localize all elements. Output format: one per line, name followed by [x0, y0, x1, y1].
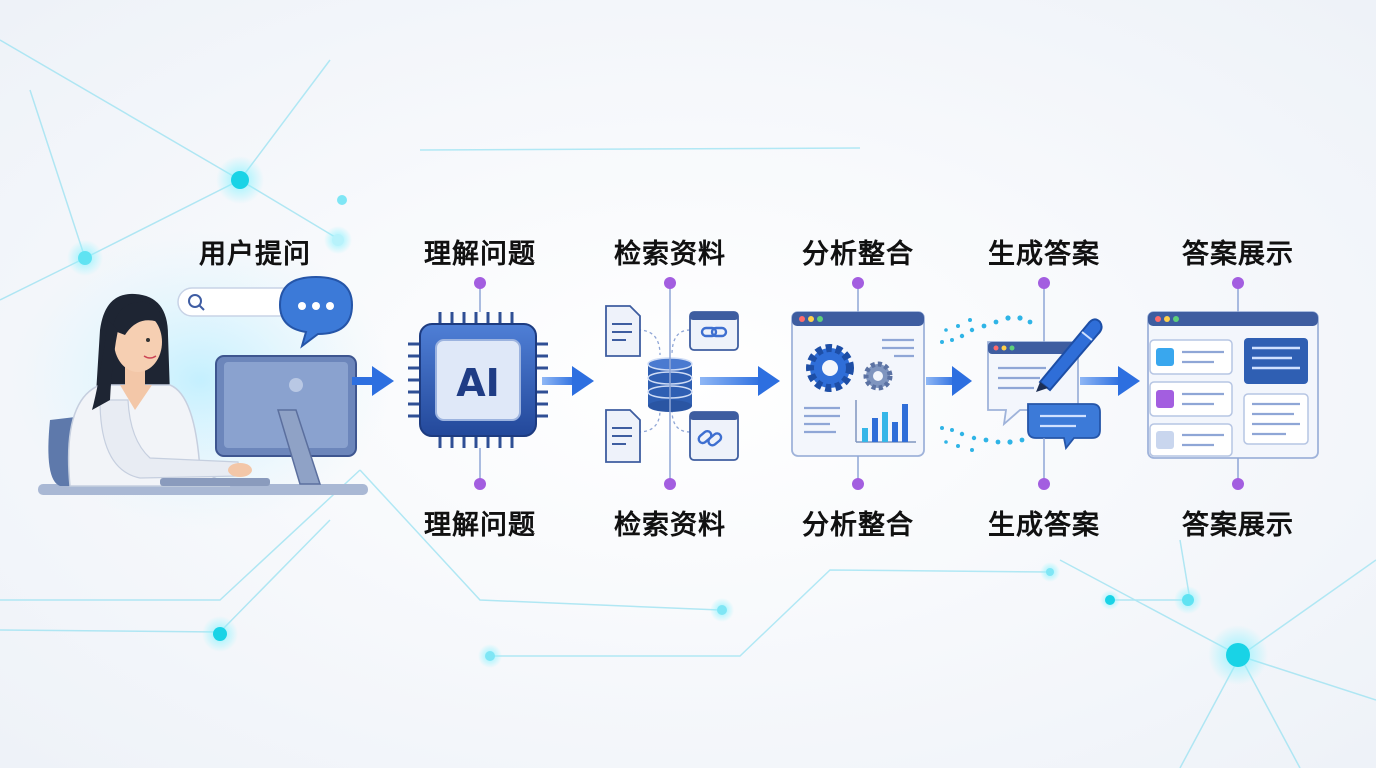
list-item: [1149, 423, 1233, 457]
chat-bubble-icon: [278, 275, 354, 349]
chip-text: AI: [456, 361, 500, 405]
arrow-icon: [352, 366, 394, 396]
step-label-top: 答案展示: [1182, 239, 1294, 270]
step-label-bottom: 生成答案: [988, 510, 1100, 541]
arrow-icon: [700, 366, 780, 396]
network-nodes: [67, 156, 1268, 685]
pen-icon: [1036, 318, 1103, 392]
list-item: [1149, 339, 1233, 375]
ai-chip-icon: AI: [408, 312, 548, 448]
arrow-icon: [542, 366, 594, 396]
step-label-top: 分析整合: [802, 239, 914, 270]
gear-icon: [863, 361, 893, 391]
user-at-computer-icon: [10, 230, 390, 530]
step-label-bottom: 分析整合: [802, 510, 914, 541]
step-label-top: 检索资料: [614, 239, 726, 270]
analytics-window-icon: [791, 311, 925, 457]
step-label-bottom: 理解问题: [424, 510, 536, 541]
list-item: [1149, 381, 1233, 417]
arrow-icon: [1080, 366, 1140, 396]
dashboard-icon: [1147, 311, 1319, 459]
pen-document-icon: [940, 315, 1103, 452]
arrow-icon: [926, 366, 972, 396]
document-icon: [605, 409, 641, 463]
step-label-top: 理解问题: [424, 239, 536, 270]
step-label-bottom: 检索资料: [614, 510, 726, 541]
gear-icon: [806, 344, 854, 392]
circuit-lines: [0, 39, 1376, 768]
step-label-bottom: 答案展示: [1182, 510, 1294, 541]
step-label-top: 生成答案: [988, 239, 1100, 270]
flow-arrows: [352, 366, 1140, 396]
link-icon: [689, 311, 739, 351]
document-icon: [605, 305, 641, 357]
step-label-top: 用户提问: [199, 239, 311, 270]
purple-dots: [474, 277, 1244, 490]
bar-chart-icon: [855, 400, 916, 443]
link-icon: [689, 411, 739, 461]
